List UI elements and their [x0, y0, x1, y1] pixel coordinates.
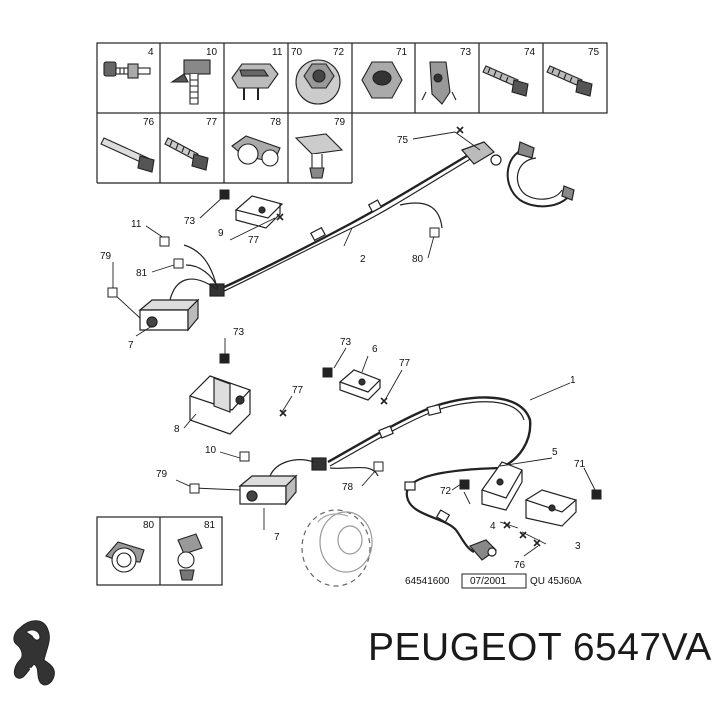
grid-part-drawings	[100, 59, 593, 581]
push-clip-icon	[170, 59, 211, 105]
grid-label: 72	[333, 47, 345, 58]
flanged-nut-icon	[295, 59, 341, 105]
grid-label: 71	[396, 47, 408, 58]
brake-disc-icon	[301, 509, 373, 587]
part-number: 64541600	[405, 576, 450, 587]
callout: 73	[233, 327, 245, 338]
leader-lines	[112, 131, 597, 557]
callout: 73	[340, 337, 352, 348]
callout: 1	[570, 375, 576, 386]
callout: 9	[218, 228, 224, 239]
wheel-speed-sensor-icon	[460, 141, 495, 165]
small-parts-grid	[96, 516, 223, 586]
grid-label: 80	[143, 520, 155, 531]
callout: 71	[574, 459, 586, 470]
callout: 75	[397, 135, 409, 146]
callout: 76	[514, 560, 526, 571]
callout: 7	[274, 532, 280, 543]
grid-label: 76	[143, 117, 155, 128]
parts-grid	[96, 42, 608, 184]
callout-numbers: 75 73 9 77 11 2 80 79 81 7 73 73 6 77 77…	[100, 135, 586, 571]
callout: 6	[372, 344, 378, 355]
grid-label: 74	[524, 47, 536, 58]
callout: 77	[248, 235, 260, 246]
grid-label: 78	[270, 117, 282, 128]
grid-label: 75	[588, 47, 600, 58]
screw-icon	[164, 137, 209, 171]
grid-label: 79	[334, 117, 346, 128]
pipe-clip-icon	[231, 135, 281, 167]
clip-icon	[294, 133, 344, 179]
bracket-icon	[481, 461, 523, 511]
callout: 7	[128, 340, 134, 351]
callout: 8	[174, 424, 180, 435]
callout: 3	[575, 541, 581, 552]
reference-strip: 64541600 07/2001 QU 45J60A	[405, 573, 582, 589]
brand-title: PEUGEOT 6547VA	[368, 626, 712, 669]
callout: 79	[100, 251, 112, 262]
grid-label: 81	[204, 520, 216, 531]
callout: 72	[440, 486, 452, 497]
grid-label: 11	[272, 47, 283, 58]
bracket-icon	[188, 375, 252, 435]
pipe-clip-icon	[105, 541, 145, 573]
callout: 77	[399, 358, 411, 369]
clip-nut-icon	[421, 61, 457, 105]
sensor-block-icon	[138, 278, 219, 332]
hex-nut-icon	[361, 61, 403, 99]
callout: 79	[156, 469, 168, 480]
callout: 11	[131, 219, 142, 230]
callout: 81	[136, 268, 148, 279]
bracket-icon	[234, 195, 284, 229]
clamp-ring-icon	[506, 141, 575, 208]
exploded-parts-diagram: 4 10 11 70 72 71 73 74 75 76 77 78 79 80…	[13, 42, 608, 686]
screw-icon	[482, 65, 529, 97]
callout: 5	[552, 447, 558, 458]
bracket-icon	[524, 489, 578, 527]
clip-icon	[177, 533, 203, 581]
grid-label: 4	[148, 47, 154, 58]
callout: 2	[360, 254, 366, 265]
catalog-code: QU 45J60A	[530, 576, 582, 587]
grid-labels: 4 10 11 70 72 71 73 74 75 76 77 78 79 80…	[143, 47, 600, 531]
grid-label: 70	[291, 47, 303, 58]
peugeot-lion-icon	[13, 620, 55, 686]
callout: 78	[342, 482, 354, 493]
callout: 73	[184, 216, 196, 227]
grid-label: 10	[206, 47, 218, 58]
reference-markers	[107, 189, 602, 500]
cable-clip-icon	[231, 63, 279, 100]
grid-label: 77	[206, 117, 218, 128]
bracket-icon	[338, 369, 382, 401]
cross-markers	[276, 126, 541, 547]
callout: 10	[205, 445, 217, 456]
parts-diagram-page: 4 10 11 70 72 71 73 74 75 76 77 78 79 80…	[13, 42, 712, 686]
callout: 80	[412, 254, 424, 265]
grid-label: 73	[460, 47, 472, 58]
callout: 4	[490, 521, 496, 532]
revision-date: 07/2001	[470, 576, 507, 587]
sensor-block-icon	[238, 459, 315, 506]
sensor-assembly-lower	[188, 369, 578, 587]
connector-icon	[311, 457, 327, 471]
screw-icon	[546, 65, 593, 97]
long-bolt-icon	[100, 137, 155, 173]
callout: 77	[292, 385, 304, 396]
stud-bolt-icon	[103, 61, 151, 79]
